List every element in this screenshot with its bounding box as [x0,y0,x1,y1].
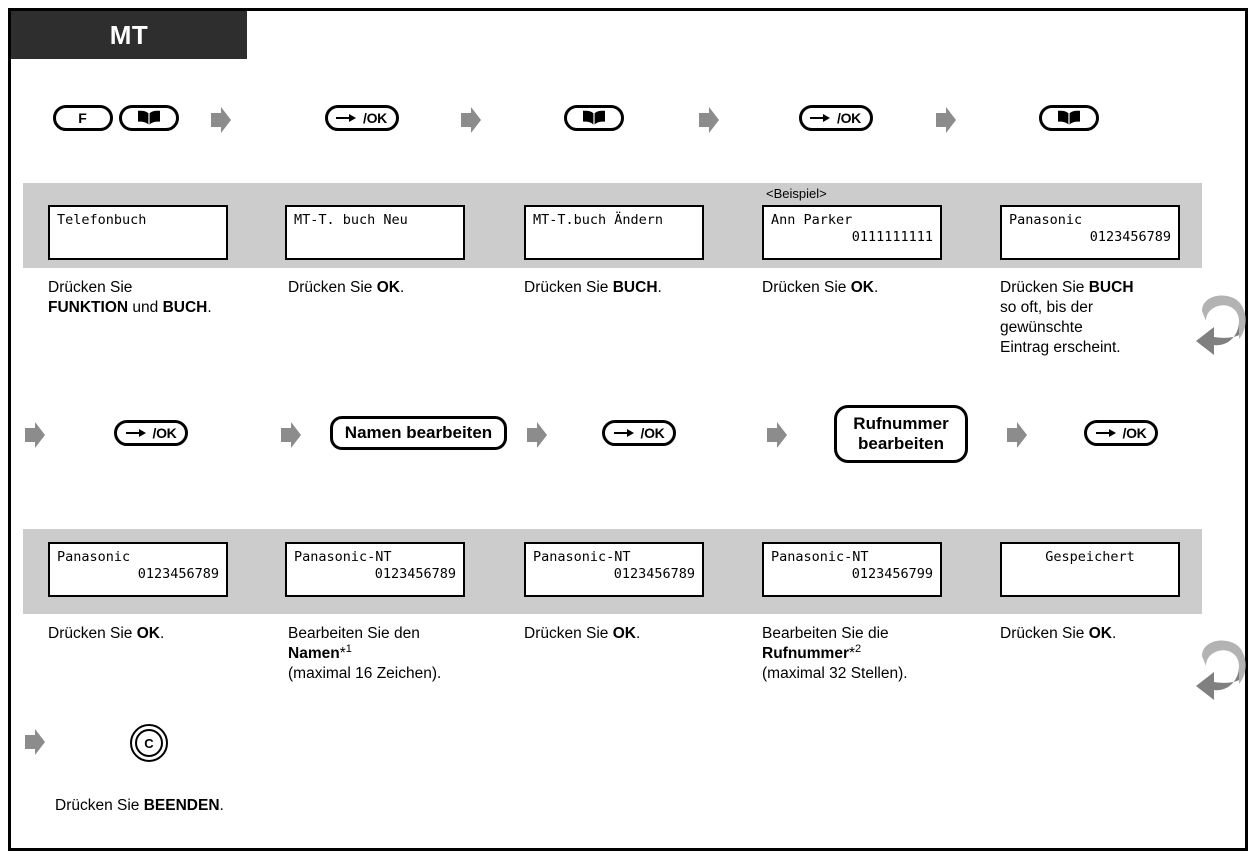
step-caption: Drücken Sie BEENDEN. [55,797,224,814]
lcd-line-2: 0123456789 [374,566,456,582]
step-caption: Drücken Sie OK. [762,279,879,296]
key-ok[interactable]: /OK [798,105,873,131]
key-ok-label: /OK [837,110,861,126]
step-arrow-icon [211,107,231,133]
step-arrow-icon [281,422,301,448]
lcd-display: Panasonic-NT 0123456789 [524,542,704,597]
lcd-line-2: 0111111111 [851,229,933,245]
key-ok-3-wrap: /OK [71,416,231,450]
key-ok-label: /OK [640,425,665,441]
step-caption: Drücken Sie BUCH so oft, bis der gewünsc… [1000,279,1134,356]
lcd-display: Panasonic 0123456789 [1000,205,1180,260]
phonebook-book-icon [1057,110,1080,125]
lcd-line-1: Panasonic [57,549,131,565]
lcd-display: Panasonic 0123456789 [48,542,228,597]
lcd-line-1: Ann Parker [771,212,853,228]
right-arrow-dot-icon [613,429,634,437]
lcd-line-1: Panasonic-NT [294,549,392,565]
step-caption: Bearbeiten Sie den Namen*1 (maximal 16 Z… [288,625,442,682]
lcd-display: Gespeichert [1000,542,1180,597]
key-phonebook[interactable] [1038,105,1099,131]
key-phonebook[interactable] [563,105,624,131]
lcd-line-1: Telefonbuch [57,212,147,228]
step-arrow-icon [25,422,45,448]
phonebook-book-icon [137,110,160,125]
right-arrow-dot-icon [810,114,830,122]
right-arrow-dot-icon [125,429,146,437]
lcd-line-1: MT-T. buch Neu [294,212,408,228]
lcd-line-1: MT-T.buch Ändern [533,212,664,228]
return-loop-arrow-icon [1196,295,1246,355]
right-arrow-dot-icon [336,114,356,122]
lcd-line-2: 0123456789 [1089,229,1171,245]
step-caption: Drücken Sie FUNKTION und BUCH. [48,279,212,316]
key-ok-1-wrap: /OK [279,101,444,135]
key-ok-4-wrap: /OK [559,416,719,450]
lcd-line-1: Panasonic [1009,212,1083,228]
key-phonebook[interactable] [118,105,179,131]
page-title: MT [109,19,149,50]
softkey-edit-name-wrap: Namen bearbeiten [311,414,526,452]
key-exit-label: C [144,735,154,751]
lcd-display: MT-T. buch Neu [285,205,465,260]
step-arrow-icon [527,422,547,448]
key-ok[interactable]: /OK [324,105,399,131]
key-ok-label: /OK [363,110,387,126]
key-ok[interactable]: /OK [114,420,188,446]
lcd-line-1: Panasonic-NT [771,549,869,565]
lcd-display: Ann Parker 0111111111 [762,205,942,260]
step-arrow-icon [699,107,719,133]
softkey-edit-number-line2: bearbeiten [858,434,944,453]
step-caption: Drücken Sie OK. [524,625,641,642]
step-arrow-icon [1007,422,1027,448]
step-caption: Drücken Sie OK. [48,625,165,642]
softkey-edit-number-wrap: Rufnummer bearbeiten [801,403,1001,465]
key-ok-label: /OK [1122,425,1147,441]
softkey-edit-name[interactable]: Namen bearbeiten [329,416,508,450]
step-arrow-icon [936,107,956,133]
lcd-display: Panasonic-NT 0123456789 [285,542,465,597]
lcd-line-1: Gespeichert [1045,549,1135,565]
lcd-line-1: Panasonic-NT [533,549,631,565]
lcd-line-2: 0123456789 [137,566,219,582]
step-caption: Drücken Sie OK. [1000,625,1117,642]
key-exit[interactable]: C [130,724,168,762]
phonebook-book-icon [582,110,605,125]
key-function[interactable]: F [52,105,113,131]
key-book-3-wrap [986,101,1151,135]
key-book-2-wrap [511,101,676,135]
step-caption: Bearbeiten Sie die Rufnummer*2 (maximal … [762,625,908,682]
step-arrow-icon [767,422,787,448]
key-ok[interactable]: /OK [602,420,676,446]
lcd-display: Telefonbuch [48,205,228,260]
right-arrow-dot-icon [1095,429,1116,437]
key-ok-2-wrap: /OK [753,101,918,135]
lcd-line-2: 0123456789 [613,566,695,582]
step-arrow-icon [461,107,481,133]
key-ok-label: /OK [152,425,177,441]
softkey-edit-number[interactable]: Rufnummer bearbeiten [834,405,968,463]
example-label: <Beispiel> [766,186,827,201]
key-ok[interactable]: /OK [1084,420,1158,446]
lcd-display: MT-T.buch Ändern [524,205,704,260]
section-header-mt: MT [11,11,247,59]
key-exit-wrap: C [121,723,177,763]
key-group-function-book: F [33,101,198,135]
lcd-line-2: 0123456799 [851,566,933,582]
key-ok-5-wrap: /OK [1041,416,1201,450]
softkey-edit-number-line1: Rufnummer [853,414,949,434]
step-caption: Drücken Sie OK. [288,279,405,296]
step-caption: Drücken Sie BUCH. [524,279,662,296]
manual-page: MT F /OK [8,8,1248,851]
lcd-display: Panasonic-NT 0123456799 [762,542,942,597]
step-arrow-icon [25,729,45,755]
return-loop-arrow-icon [1196,640,1246,700]
